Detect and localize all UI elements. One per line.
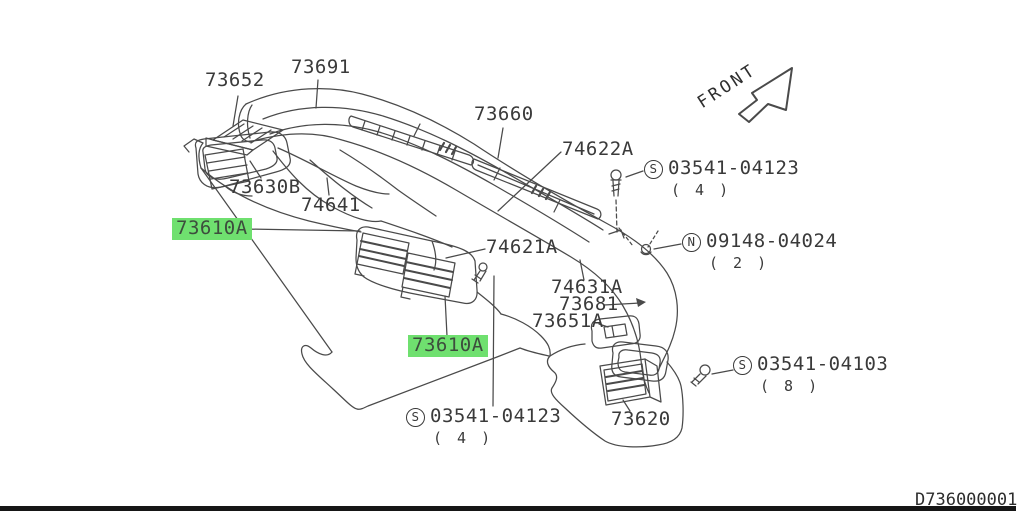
screw-icon xyxy=(690,364,711,387)
fastener-label-screw-bottom: S 03541-04123 ( 4 ) xyxy=(406,407,561,446)
fastener-number: 03541-04123 xyxy=(668,157,800,179)
front-arrow-icon xyxy=(738,67,793,123)
leader-arrowhead xyxy=(636,298,646,307)
bottom-rule xyxy=(0,506,1016,511)
part-label-73610A-highlighted-2[interactable]: 73610A xyxy=(408,335,488,357)
side-vent-73620 xyxy=(599,341,669,406)
screw-icon xyxy=(608,169,625,239)
side-defroster-grille-73630B xyxy=(194,131,291,197)
fastener-label-nut: N 09148-04024 ( 2 ) xyxy=(682,232,837,271)
part-label-74641: 74641 xyxy=(301,194,361,216)
part-label-73620: 73620 xyxy=(611,408,671,430)
part-label-73630B: 73630B xyxy=(229,176,301,198)
fastener-qty: ( 4 ) xyxy=(433,429,494,447)
part-label-73651A: 73651A xyxy=(532,310,604,332)
circled-n-icon: N xyxy=(682,233,701,252)
screw-icon xyxy=(471,262,488,284)
fastener-number: 03541-04123 xyxy=(430,405,562,427)
fastener-number: 09148-04024 xyxy=(706,230,838,252)
part-label-74622A: 74622A xyxy=(562,138,634,160)
part-label-73691: 73691 xyxy=(291,56,351,78)
document-number: D736000001 xyxy=(915,490,1018,510)
part-label-73660: 73660 xyxy=(474,103,534,125)
fastener-number: 03541-04103 xyxy=(757,353,889,375)
part-label-73681: 73681 xyxy=(559,293,619,315)
fastener-qty: ( 4 ) xyxy=(671,181,732,199)
circled-s-icon: S xyxy=(733,356,752,375)
fastener-label-screw-right: S 03541-04103 ( 8 ) xyxy=(733,355,888,394)
fastener-qty: ( 8 ) xyxy=(760,377,821,395)
part-label-74621A: 74621A xyxy=(486,236,558,258)
vent-bracket-73651A xyxy=(590,315,641,349)
fastener-label-screw-top: S 03541-04123 ( 4 ) xyxy=(644,159,799,198)
nut-icon xyxy=(618,227,659,256)
fastener-qty: ( 2 ) xyxy=(709,254,770,272)
part-label-73652: 73652 xyxy=(205,69,265,91)
side-defroster-vent-73652 xyxy=(205,119,284,156)
part-label-73610A-highlighted-1[interactable]: 73610A xyxy=(172,218,252,240)
part-label-74631A: 74631A xyxy=(551,276,623,298)
center-vent-assembly xyxy=(354,226,478,305)
leader-lines xyxy=(232,79,734,412)
defroster-duct-assembly xyxy=(237,87,678,394)
circled-s-icon: S xyxy=(644,160,663,179)
circled-s-icon: S xyxy=(406,408,425,427)
